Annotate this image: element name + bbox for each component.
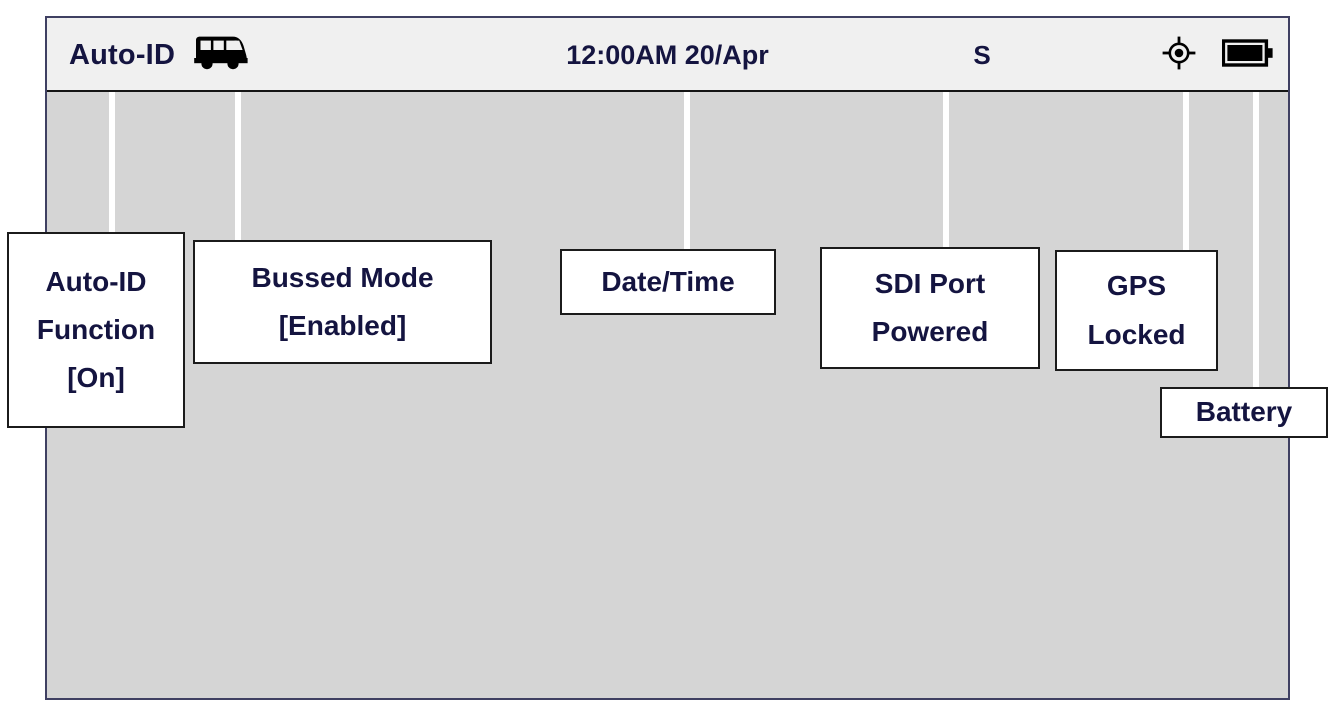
callout-line: Auto-ID [45,265,147,297]
bus-icon [193,36,249,75]
callout-line: Battery [1195,396,1293,428]
screen-body-area [47,92,1288,698]
callout-line: Bussed Mode [251,261,434,293]
callout-gps-locked: GPS Locked [1055,250,1218,371]
callout-auto-id-function: Auto-ID Function [On] [7,232,185,428]
callout-sdi-port-powered: SDI Port Powered [820,247,1040,369]
leader-line-battery [1253,92,1259,406]
callout-line: Locked [1087,318,1186,350]
callout-line: Date/Time [601,265,735,297]
auto-id-label: Auto-ID [69,38,176,71]
callout-date-time: Date/Time [560,249,776,315]
status-bar-left-group: Auto-ID [69,18,249,92]
leader-line-date-time [684,92,690,268]
callout-line: Powered [871,316,989,347]
callout-bussed-mode: Bussed Mode [Enabled] [193,240,492,364]
leader-line-bussed-mode [235,92,241,259]
callout-line: [Enabled] [278,310,407,341]
callout-line: [On] [67,362,125,394]
status-bar-right-group [1162,18,1274,92]
callout-line: GPS [1106,270,1167,302]
status-bar: Auto-ID 12:00AM 20/Apr S [47,18,1288,92]
leader-line-sdi-port [943,92,949,266]
leader-line-gps [1183,92,1189,269]
callout-line: Function [36,313,156,345]
battery-full-icon [1221,38,1274,73]
gps-lock-icon [1162,36,1196,75]
callout-battery: Battery [1160,387,1328,438]
sdi-port-indicator: S [973,39,991,70]
callout-line: SDI Port [874,267,986,299]
leader-line-auto-id [109,92,115,252]
